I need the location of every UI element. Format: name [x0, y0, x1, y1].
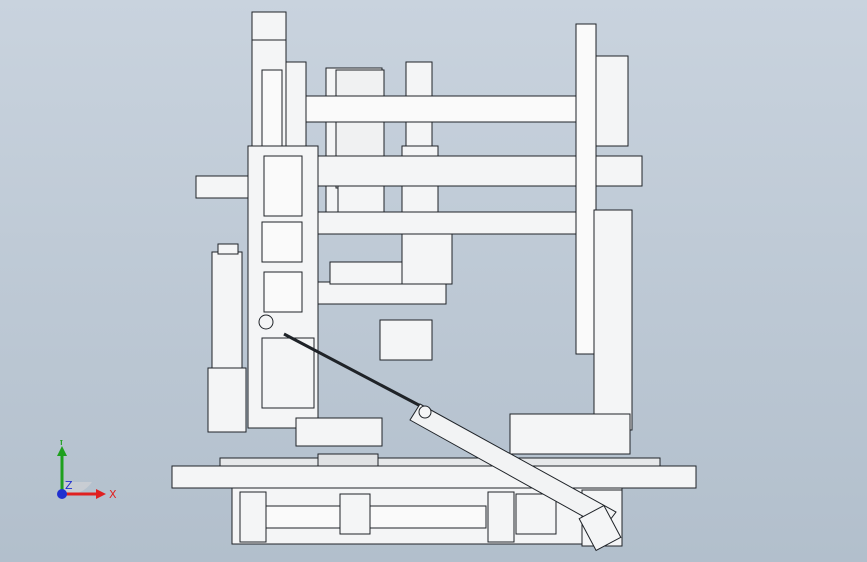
- left-column-sleeve: [285, 61, 307, 153]
- coordinate-triad: Y X Z: [57, 440, 117, 501]
- slide-plate-bottom-block: [261, 337, 315, 409]
- right-column[interactable]: [593, 209, 633, 431]
- left-side-cylinder[interactable]: [211, 251, 243, 369]
- triad-arc: [64, 482, 92, 495]
- bottom-cylinder-right-block: [487, 491, 515, 543]
- middle-block: [329, 261, 411, 285]
- bottom-cylinder-body: [265, 505, 487, 529]
- middle-gripper: [379, 319, 433, 361]
- right-tray[interactable]: [509, 413, 631, 455]
- slide-plate-inner-upper: [263, 155, 303, 217]
- slide-plate-inner-lower: [263, 271, 303, 313]
- left-bottom-bracket: [207, 367, 247, 433]
- bottom-cylinder-left-block: [239, 491, 267, 543]
- left-top-bracket: [195, 175, 249, 199]
- cable-chain-vertical[interactable]: [575, 23, 597, 355]
- left-side-cylinder-cap: [217, 243, 239, 255]
- bottom-motor-block: [515, 493, 557, 535]
- diagonal-arm-pivot-top: [418, 405, 432, 419]
- diagonal-link-thin: [283, 332, 433, 414]
- triad-x-label: X: [109, 488, 117, 501]
- diagonal-arm-end: [578, 504, 622, 552]
- triad-z-axis-dot: [57, 489, 67, 499]
- triad-z-label: Z: [65, 479, 73, 492]
- base-plate-top-strip: [219, 457, 661, 467]
- middle-post: [401, 233, 453, 285]
- triad-y-label: Y: [57, 440, 65, 448]
- right-motor-top: [595, 55, 629, 147]
- base-plate[interactable]: [171, 465, 697, 489]
- lower-tray[interactable]: [295, 417, 383, 447]
- left-column-inner: [261, 69, 283, 151]
- middle-platform[interactable]: [317, 281, 447, 305]
- triad-x-arrow-head: [96, 489, 106, 499]
- slide-plate-inner-motor: [261, 221, 303, 263]
- triad-y-arrow-head: [57, 446, 67, 456]
- cable-chain-horizontal[interactable]: [305, 95, 577, 123]
- slide-plate-pivot: [258, 314, 274, 330]
- servo-motor-base: [337, 185, 385, 213]
- base-plate-lower-detail: [317, 453, 379, 467]
- bottom-cylinder-clamp: [339, 493, 371, 535]
